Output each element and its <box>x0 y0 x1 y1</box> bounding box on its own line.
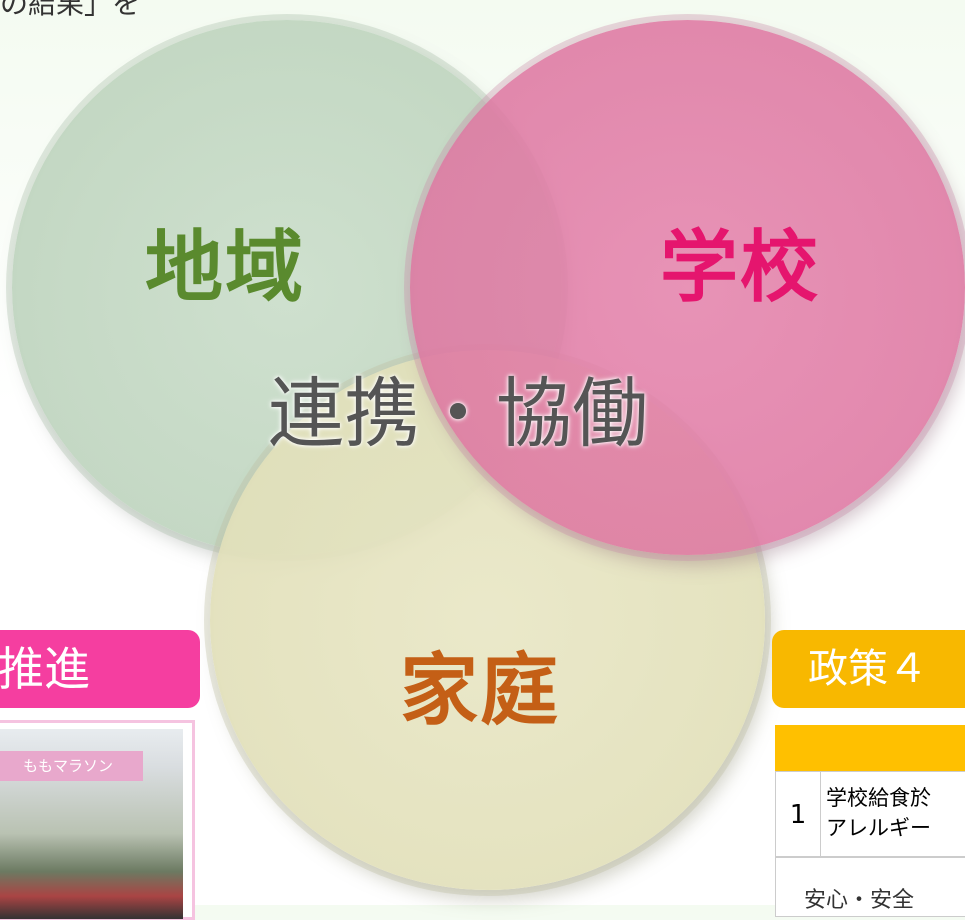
label-gakkou: 学校 <box>660 223 821 313</box>
top-fragment-text: の結果」を <box>0 0 141 20</box>
photo-frame: ももマラソン <box>0 720 195 920</box>
label-chiiki: 地域 <box>145 223 306 313</box>
row-text-line2: アレルギー <box>826 816 931 840</box>
center-label: 連携・協働 <box>268 369 648 458</box>
row-text-line1: 安心・安全 <box>804 888 915 913</box>
table-row: 安心・安全 <box>775 857 965 917</box>
marathon-photo: ももマラソン <box>0 729 183 919</box>
photo-banner: ももマラソン <box>0 751 143 781</box>
table-header <box>775 725 965 771</box>
table-row: 1 学校給食於 アレルギー <box>775 771 965 857</box>
left-pill-heading: 推進 <box>0 630 200 708</box>
policy-table <box>775 725 965 771</box>
row-text-line1: 学校給食於 <box>826 786 931 810</box>
row-number: 1 <box>776 772 821 856</box>
right-pill-heading: 政策４ <box>772 630 965 708</box>
circle-gakkou <box>410 20 965 555</box>
label-katei: 家庭 <box>400 646 561 736</box>
